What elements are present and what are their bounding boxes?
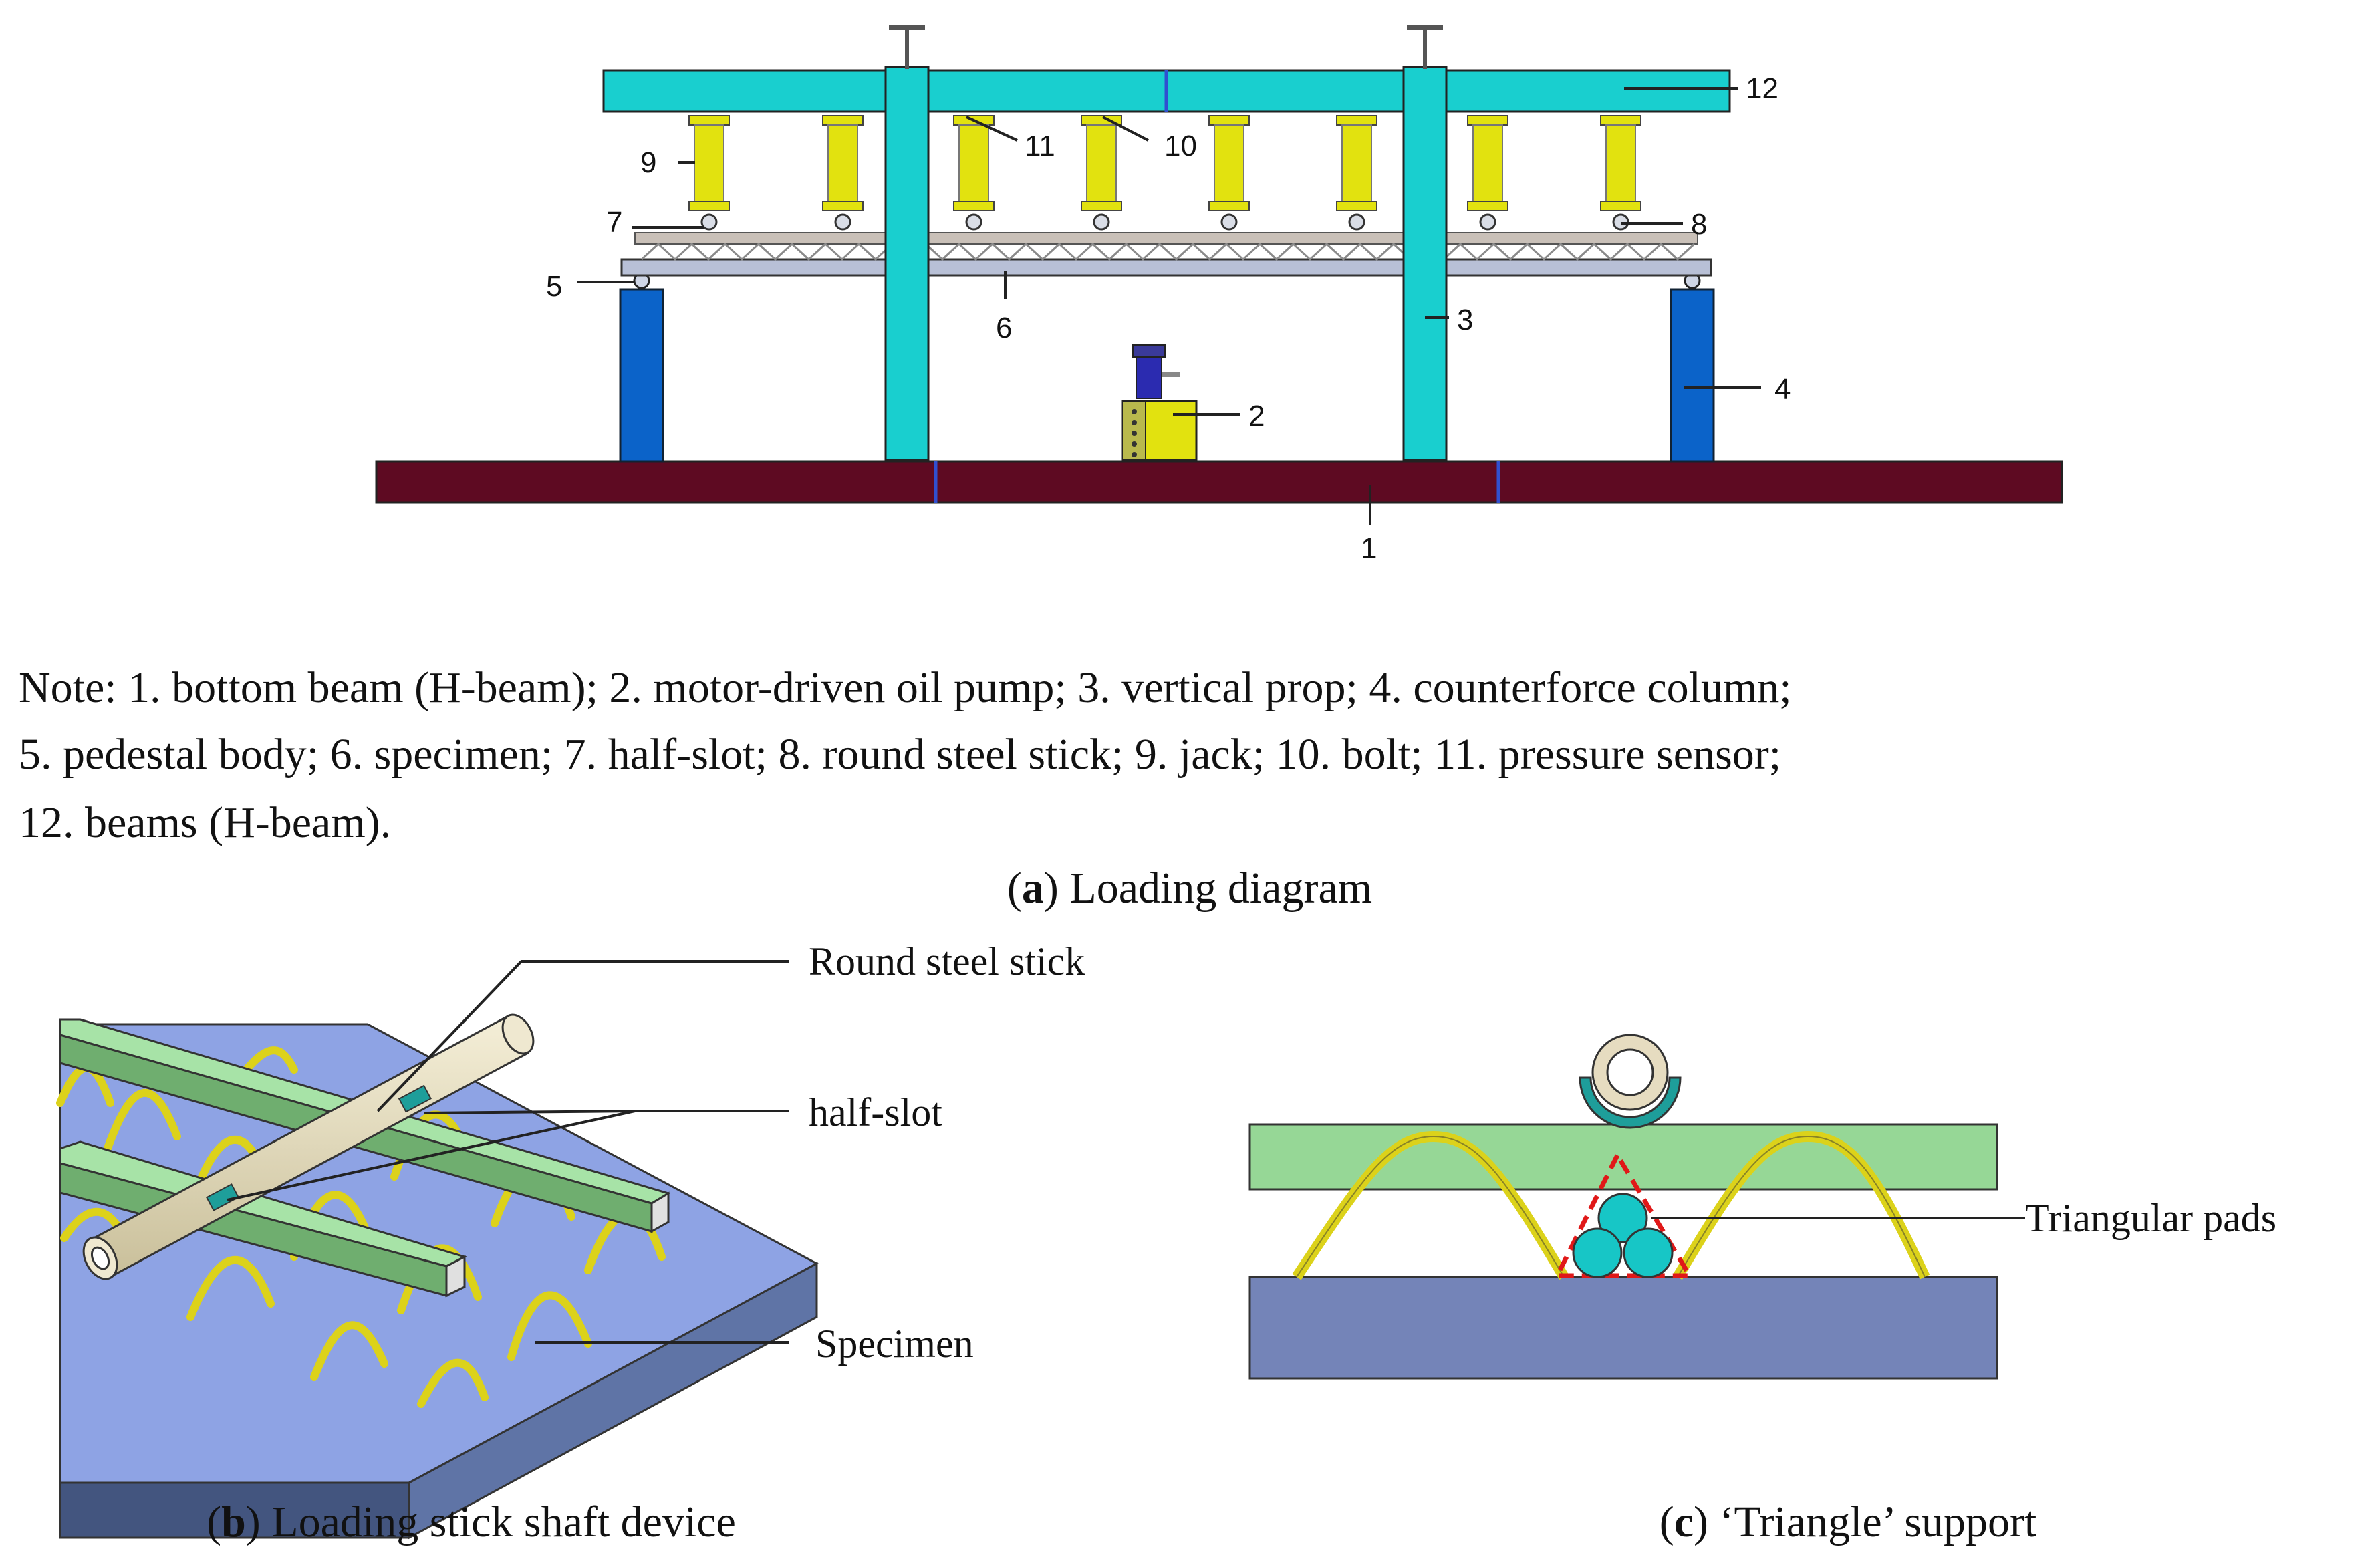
half-slot-plate (634, 232, 1698, 261)
half-slot-mark (205, 1183, 240, 1211)
jack-group (688, 115, 1641, 231)
half-slot-mark (398, 1084, 432, 1113)
triangle-support-panel: Triangular pads (1248, 1034, 2276, 1380)
label-triangular-pads: Triangular pads (2025, 1196, 2276, 1240)
jack (953, 115, 995, 231)
jack (1208, 115, 1250, 231)
leader-lines (577, 87, 1761, 525)
part-number-labels: 1 2 3 4 5 6 7 8 9 10 11 12 (546, 72, 1791, 565)
pad-circle (1572, 1227, 1623, 1278)
caption-a: (a) Loading diagram (1007, 864, 1372, 913)
label-round-steel-stick: Round steel stick (809, 939, 1085, 983)
note-line: 12. beams (H-beam). (19, 798, 391, 847)
part-number: 1 (1361, 532, 1377, 565)
part-number: 11 (1025, 130, 1055, 162)
part-number: 9 (640, 146, 656, 179)
part-number: 10 (1164, 130, 1197, 162)
jack (1467, 115, 1508, 231)
truss-arch-left-outline (1296, 1135, 1565, 1278)
oil-pump (1121, 344, 1198, 461)
part-number: 5 (546, 270, 562, 303)
note-line: 5. pedestal body; 6. specimen; 7. half-s… (19, 730, 1781, 779)
caption-text: Loading stick shaft device (261, 1497, 736, 1546)
top-beam (602, 69, 1731, 113)
steel-stick-bore (1606, 1048, 1654, 1096)
leader-round-steel-stick (376, 960, 523, 1112)
caption-letter: c (1674, 1497, 1694, 1546)
caption-text: Loading diagram (1059, 864, 1372, 913)
loading-stick-device-panel: Round steel stick half-slot Specimen (56, 939, 1085, 1540)
loading-diagram-panel: 1 2 3 4 5 6 7 8 9 10 11 12 (375, 25, 2063, 565)
jack (822, 115, 864, 231)
specimen-plate (620, 258, 1712, 277)
green-rail-front (59, 1140, 467, 1298)
part-number: 6 (996, 312, 1012, 344)
half-slot-cup (1579, 1076, 1682, 1129)
jack (1081, 115, 1122, 231)
jack (1336, 115, 1377, 231)
jack (1600, 115, 1641, 231)
bottom-beam (375, 460, 2063, 504)
note-line: Note: 1. bottom beam (H-beam); 2. motor-… (19, 663, 1792, 712)
label-specimen: Specimen (815, 1322, 974, 1366)
jack (688, 115, 730, 231)
part-number: 8 (1691, 208, 1707, 241)
pad-circle (1623, 1227, 1674, 1278)
caption-b: (b) Loading stick shaft device (207, 1497, 736, 1546)
caption-text: ‘Triangle’ support (1708, 1497, 2036, 1546)
counterforce-column-left (619, 288, 664, 463)
caption-c: (c) ‘Triangle’ support (1660, 1497, 2037, 1546)
vertical-prop-right (1402, 25, 1448, 461)
blue-slab (1248, 1276, 1998, 1380)
caption-letter: b (221, 1497, 246, 1546)
pad-circle (1597, 1193, 1648, 1243)
part-number: 4 (1774, 373, 1791, 406)
leader-half-slot (424, 1110, 636, 1114)
part-number: 7 (606, 206, 622, 239)
caption-letter: a (1022, 864, 1044, 913)
part-number: 2 (1248, 400, 1265, 433)
vertical-prop-left (884, 25, 930, 461)
round-steel-stick (82, 1013, 535, 1280)
legend-note: Note: 1. bottom beam (H-beam); 2. motor-… (19, 663, 1792, 847)
part-number: 3 (1457, 304, 1473, 336)
leader-half-slot (227, 1110, 636, 1201)
truss-arch-right-outline (1677, 1135, 1926, 1278)
part-number: 12 (1746, 72, 1778, 105)
counterforce-column-right (1670, 288, 1715, 463)
label-half-slot: half-slot (809, 1090, 942, 1134)
